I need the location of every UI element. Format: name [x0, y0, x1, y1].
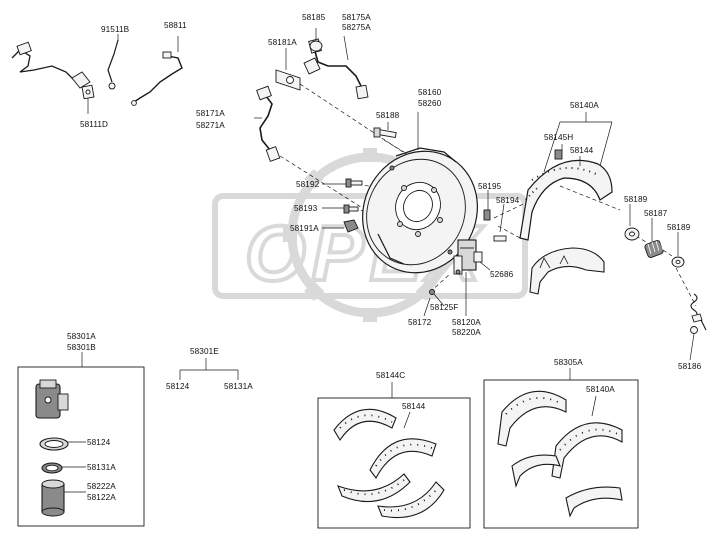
- leader-lines: [87, 28, 695, 361]
- label-58301B: 58301B: [67, 343, 96, 352]
- seal-ring-58131A: [41, 462, 63, 474]
- plate-screw-58193: [343, 204, 359, 214]
- label-58160: 58160: [418, 88, 442, 97]
- label-91511B: 91511B: [101, 25, 130, 34]
- label-58120A: 58120A: [452, 318, 481, 327]
- label-58185: 58185: [302, 13, 326, 22]
- label-58187: 58187: [644, 209, 668, 218]
- label-58194: 58194: [496, 196, 520, 205]
- label-58125F: 58125F: [430, 303, 459, 312]
- wheel-speed-sensor-harness: [11, 41, 95, 100]
- return-spring-58186: [690, 293, 707, 334]
- shoe-set-58140A: [497, 390, 623, 518]
- label-58192: 58192: [296, 180, 320, 189]
- sensor-wire-bracket: [131, 51, 183, 106]
- label-58301E: 58301E: [190, 347, 219, 356]
- label-58195: 58195: [478, 182, 502, 191]
- spring-58187: [644, 239, 664, 258]
- label-58172: 58172: [408, 318, 432, 327]
- label-58222A: 58222A: [87, 482, 116, 491]
- label-58811: 58811: [164, 21, 187, 30]
- washer-58189b: [671, 256, 685, 268]
- wheel-cylinder: [429, 209, 507, 295]
- label-58122A: 58122A: [87, 493, 116, 502]
- label-58175A: 58175A: [342, 13, 371, 22]
- lining-dots: [339, 414, 437, 512]
- piston-58122A: [41, 479, 65, 517]
- label-58301A: 58301A: [67, 332, 96, 341]
- backing-plate-bolt: [373, 127, 397, 139]
- label-58260: 58260: [418, 99, 442, 108]
- brake-tube-assembly: [256, 38, 369, 162]
- kit-box-58144C: [317, 397, 471, 529]
- label-58144-box: 58144: [402, 402, 426, 411]
- adjuster-58191A: [343, 219, 359, 233]
- wheel-cylinder-body: [35, 379, 69, 419]
- label-58145H: 58145H: [544, 133, 574, 142]
- lining-pair-58144: [333, 408, 445, 519]
- piston-seal-58124: [39, 437, 69, 451]
- label-58188: 58188: [376, 111, 400, 120]
- label-58275A: 58275A: [342, 23, 371, 32]
- label-58124-box: 58124: [87, 438, 111, 447]
- label-58171A: 58171A: [196, 109, 225, 118]
- washer-58189a: [624, 227, 640, 241]
- bleeder-cap: [309, 40, 323, 52]
- brake-shoe-lining-top: [519, 149, 613, 241]
- kit-box-58301: [17, 366, 145, 527]
- sensor-wire-clip: [107, 39, 119, 90]
- label-58191A: 58191A: [290, 224, 319, 233]
- box-leaders-58301: [62, 441, 86, 493]
- label-58144C: 58144C: [376, 371, 406, 380]
- label-58124-mid: 58124: [166, 382, 190, 391]
- backing-plate: [362, 147, 478, 274]
- label-58220A: 58220A: [452, 328, 481, 337]
- label-58140A-top: 58140A: [570, 101, 599, 110]
- bracket-58301E: [179, 358, 239, 380]
- plate-screw-58192: [345, 178, 363, 188]
- kit-box-58305A: [483, 379, 639, 529]
- label-58189-a: 58189: [624, 195, 648, 204]
- label-58144-top: 58144: [570, 146, 594, 155]
- label-58271A: 58271A: [196, 121, 225, 130]
- label-58193: 58193: [294, 204, 318, 213]
- label-58131A-box: 58131A: [87, 463, 116, 472]
- label-58189-b: 58189: [667, 223, 691, 232]
- label-52686: 52686: [490, 270, 514, 279]
- label-58140A-box: 58140A: [586, 385, 615, 394]
- label-58131A-mid: 58131A: [224, 382, 253, 391]
- brake-shoe-web-top: [529, 247, 605, 295]
- label-58305A: 58305A: [554, 358, 583, 367]
- label-58181A: 58181A: [268, 38, 297, 47]
- label-58111D: 58111D: [80, 120, 109, 129]
- label-58186: 58186: [678, 362, 702, 371]
